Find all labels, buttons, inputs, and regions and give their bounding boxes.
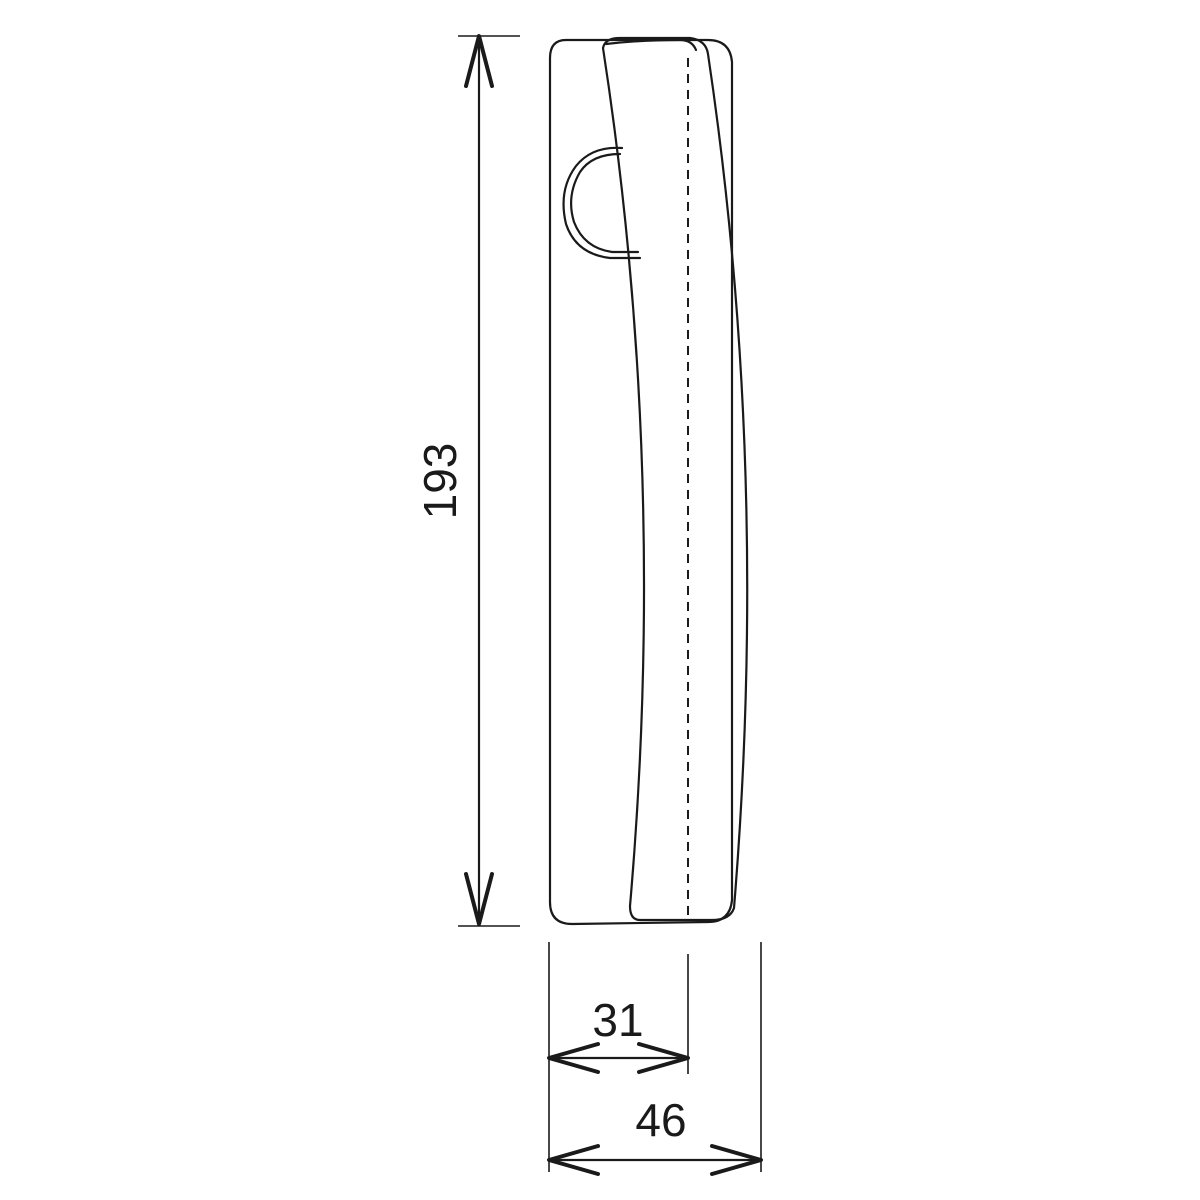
inner-width-arrow-right [637, 1042, 690, 1074]
height-dimension-label: 193 [414, 443, 466, 520]
back-plate-outline [548, 38, 734, 926]
inner-width-dimension-label: 31 [592, 994, 643, 1046]
height-arrow-top [464, 34, 494, 88]
outer-width-dimension-label: 46 [635, 1094, 686, 1146]
inner-width-arrow-left [547, 1042, 600, 1074]
lever-top-edge [604, 38, 698, 52]
pivot-boss-inner-edge [569, 152, 640, 254]
outer-width-arrow-right [710, 1144, 763, 1176]
lever-outline [601, 36, 749, 922]
outer-width-arrow-left [547, 1144, 600, 1176]
height-arrow-bottom [464, 872, 494, 926]
pivot-boss-outline [562, 146, 642, 260]
